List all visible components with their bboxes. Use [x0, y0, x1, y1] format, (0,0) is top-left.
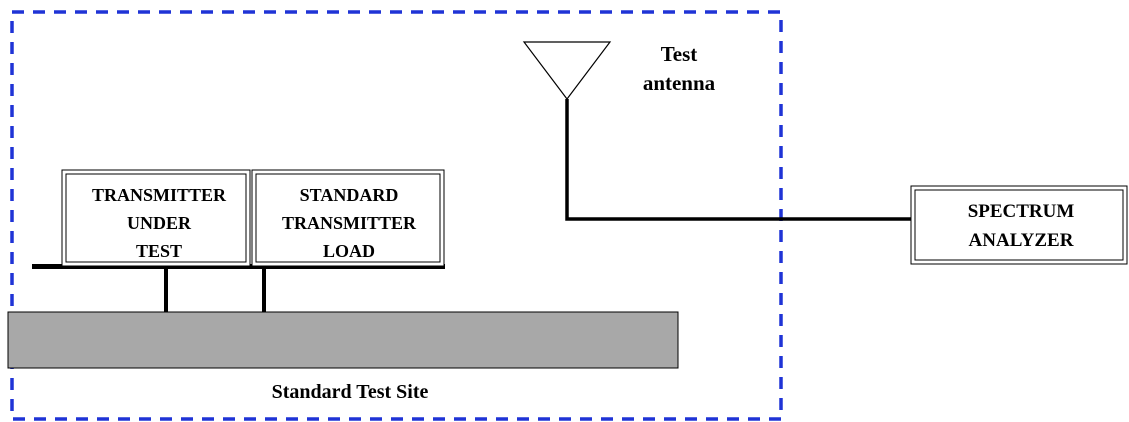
transmitter-under-test-label-line: TRANSMITTER: [91, 185, 227, 205]
spectrum-analyzer-label-line: SPECTRUM: [967, 201, 1075, 222]
standard-transmitter-load-label: STANDARD TRANSMITTER LOAD: [256, 181, 442, 265]
test-antenna-label-line: antenna: [642, 71, 716, 95]
transmitter-under-test-label: TRANSMITTER UNDER TEST: [66, 181, 252, 265]
test-antenna-label-line: Test: [660, 42, 698, 66]
test-antenna-label: Test antenna: [604, 40, 754, 98]
standard-test-site-label: Standard Test Site: [271, 381, 429, 403]
standard-transmitter-load-box: [251, 169, 445, 267]
test-antenna-triangle: [522, 41, 612, 100]
transmitter-under-test-label-line: TEST: [135, 241, 183, 261]
standard-transmitter-load-label-line: TRANSMITTER: [281, 213, 417, 233]
support-leg-right: [262, 268, 266, 312]
ground-plane: [7, 311, 679, 369]
transmitter-under-test-box: [61, 169, 251, 267]
antenna-cable: [565, 99, 912, 221]
test-site-boundary: [10, 10, 783, 421]
spectrum-analyzer-box: [910, 185, 1128, 265]
spectrum-analyzer-label-line: ANALYZER: [968, 230, 1074, 251]
standard-transmitter-load-label-line: LOAD: [322, 241, 375, 261]
standard-transmitter-load-label-line: STANDARD: [299, 185, 399, 205]
spectrum-analyzer-label: SPECTRUM ANALYZER: [915, 197, 1127, 255]
support-leg-left: [164, 268, 168, 312]
transmitter-under-test-label-line: UNDER: [126, 213, 191, 233]
